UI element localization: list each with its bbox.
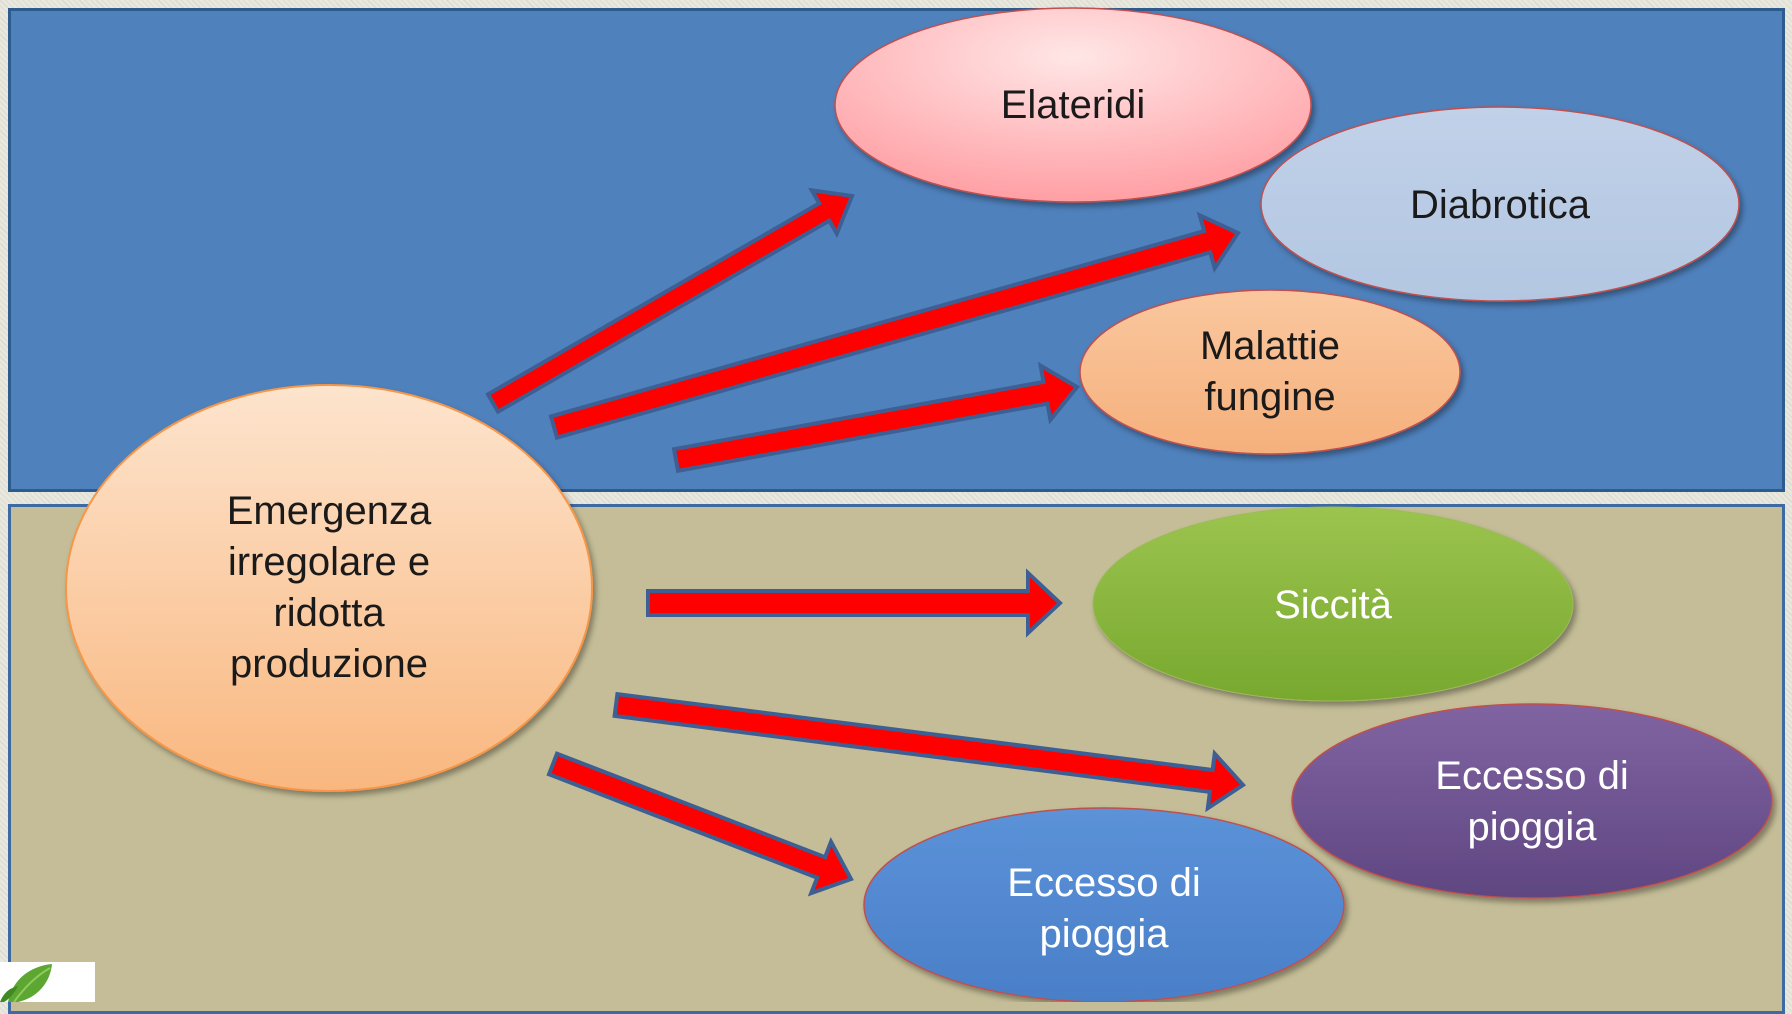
arrow-to-elateridi <box>485 187 855 415</box>
arrows <box>485 187 1247 897</box>
elateridi-node <box>834 7 1312 203</box>
leaf-icon <box>0 962 95 1002</box>
arrow-to-siccita <box>646 568 1063 638</box>
malattie-fungine-node <box>1079 289 1461 455</box>
siccita-node <box>1092 506 1574 702</box>
eccesso-pioggia-blue-node <box>863 807 1345 1002</box>
emergenza-node <box>65 384 593 792</box>
diabrotica-node <box>1260 106 1740 302</box>
eccesso-pioggia-purple-node <box>1291 703 1773 899</box>
arrow-to-malattie-fungine <box>671 361 1081 474</box>
arrow-to-diabrotica <box>548 211 1241 441</box>
arrow-to-eccesso-pioggia-purple <box>612 691 1247 813</box>
arrow-to-eccesso-pioggia-blue <box>546 751 854 897</box>
